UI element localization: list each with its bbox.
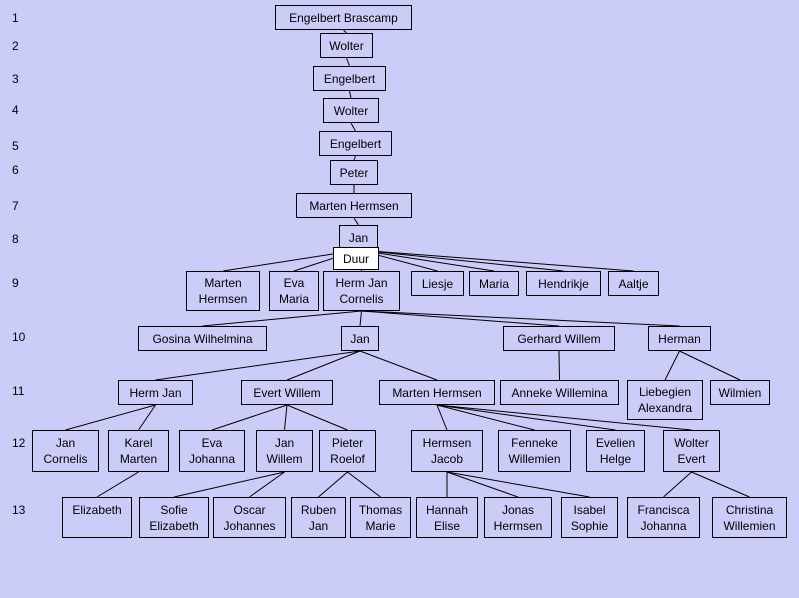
generation-label: 5 (12, 139, 19, 153)
person-thomas-marie[interactable]: Thomas Marie (350, 497, 411, 538)
person-hermsen-jacob[interactable]: Hermsen Jacob (411, 430, 483, 472)
connector-herm_jan_g11-jan_cornelis (65, 404, 156, 431)
generation-label: 11 (12, 384, 25, 398)
person-marten-hermsen[interactable]: Marten Hermsen (379, 380, 495, 405)
person-engelbert-brascamp[interactable]: Engelbert Brascamp (275, 5, 412, 30)
person-evert-willem[interactable]: Evert Willem (241, 380, 333, 405)
generation-label: 8 (12, 232, 19, 246)
person-eva-maria[interactable]: Eva Maria (269, 271, 319, 311)
person-gosina-wilhelmina[interactable]: Gosina Wilhelmina (138, 326, 267, 351)
person-wolter[interactable]: Wolter (320, 33, 373, 58)
generation-label: 13 (12, 503, 26, 517)
connector-gerhard_willem-anneke_willemina (558, 350, 560, 381)
person-jan-cornelis[interactable]: Jan Cornelis (32, 430, 99, 472)
person-liesje[interactable]: Liesje (411, 271, 464, 296)
generation-label: 3 (12, 72, 19, 86)
generation-label: 10 (12, 330, 26, 344)
generation-label: 7 (12, 199, 19, 213)
connector-marten_hermsen_g11-fenneke_willemien (436, 404, 535, 431)
person-jonas-hermsen[interactable]: Jonas Hermsen (484, 497, 552, 538)
person-aaltje[interactable]: Aaltje (608, 271, 659, 296)
generation-label: 1 (12, 11, 19, 25)
connector-evert_willem-jan_willem (284, 404, 288, 431)
person-marten-hermsen[interactable]: Marten Hermsen (186, 271, 260, 311)
connector-jan_willem-sofie_elizabeth (173, 471, 285, 498)
connector-jan_g8-aaltje (358, 249, 634, 272)
connector-pieter_roelof-ruben_jan (318, 471, 348, 498)
person-eva-johanna[interactable]: Eva Johanna (179, 430, 245, 472)
person-wilmien[interactable]: Wilmien (710, 380, 770, 405)
connector-hermsen_jacob-isabel_sophie (446, 471, 590, 498)
connector-marten_hermsen_g11-wolter_evert (436, 404, 692, 431)
connector-wolter_g2-engelbert_g3 (346, 57, 350, 67)
person-elizabeth[interactable]: Elizabeth (62, 497, 132, 538)
connector-herm_jan_cornelis-herman (361, 310, 680, 327)
connector-marten_hermsen_g11-evelien_helge (436, 404, 616, 431)
person-jan-willem[interactable]: Jan Willem (256, 430, 313, 472)
person-fenneke-willemien[interactable]: Fenneke Willemien (498, 430, 571, 472)
connector-marten_hermsen_g11-hermsen_jacob (436, 404, 448, 431)
person-engelbert[interactable]: Engelbert (313, 66, 386, 91)
generation-label: 12 (12, 436, 26, 450)
generation-label: 2 (12, 39, 19, 53)
person-francisca-johanna[interactable]: Francisca Johanna (627, 497, 700, 538)
person-evelien-helge[interactable]: Evelien Helge (586, 430, 645, 472)
person-wolter-evert[interactable]: Wolter Evert (663, 430, 720, 472)
person-marten-hermsen[interactable]: Marten Hermsen (296, 193, 412, 218)
connector-jan_g8-maria (358, 249, 495, 272)
person-liebegien-alexandra[interactable]: Liebegien Alexandra (627, 380, 703, 420)
connector-jan_g10-herm_jan_g11 (155, 350, 361, 381)
connector-herman-wilmien (679, 350, 741, 381)
connector-jan_g10-marten_hermsen_g11 (359, 350, 438, 381)
connector-engelbert_brascamp-wolter_g2 (343, 29, 347, 34)
person-christina-willemien[interactable]: Christina Willemien (712, 497, 787, 538)
person-herm-jan-cornelis[interactable]: Herm Jan Cornelis (323, 271, 400, 311)
connector-jan_g8-hendrikje (358, 249, 564, 272)
generation-label: 9 (12, 276, 19, 290)
person-wolter[interactable]: Wolter (323, 98, 379, 123)
person-engelbert[interactable]: Engelbert (319, 131, 392, 156)
connector-jan_g10-evert_willem (286, 350, 361, 381)
connector-wolter_evert-christina_willemien (691, 471, 750, 498)
connector-evert_willem-eva_johanna (211, 404, 288, 431)
connector-herm_jan_cornelis-gerhard_willem (361, 310, 560, 327)
connector-hermsen_jacob-jonas_hermsen (446, 471, 519, 498)
connector-marten_hermsen_g7-jan_g8 (353, 217, 359, 226)
connector-engelbert_g5-peter (353, 155, 356, 161)
connector-karel_marten-elizabeth (96, 471, 139, 498)
generation-label: 4 (12, 103, 19, 117)
connector-jan_willem-oscar_johannes (249, 471, 285, 498)
person-hendrikje[interactable]: Hendrikje (526, 271, 601, 296)
person-maria[interactable]: Maria (469, 271, 519, 296)
person-oscar-johannes[interactable]: Oscar Johannes (213, 497, 286, 538)
person-hannah-elise[interactable]: Hannah Elise (416, 497, 478, 538)
person-gerhard-willem[interactable]: Gerhard Willem (503, 326, 615, 351)
person-pieter-roelof[interactable]: Pieter Roelof (319, 430, 376, 472)
person-sofie-elizabeth[interactable]: Sofie Elizabeth (139, 497, 209, 538)
connector-herman-liebegien_alexandra (664, 350, 680, 381)
connector-evert_willem-pieter_roelof (286, 404, 348, 431)
connector-herm_jan_g11-karel_marten (138, 404, 156, 431)
person-isabel-sophie[interactable]: Isabel Sophie (561, 497, 618, 538)
person-anneke-willemina[interactable]: Anneke Willemina (500, 380, 619, 405)
connector-herm_jan_cornelis-gosina_wilhelmina (202, 310, 362, 327)
connector-pieter_roelof-thomas_marie (347, 471, 381, 498)
connector-engelbert_g3-wolter_g4 (349, 90, 352, 99)
person-karel-marten[interactable]: Karel Marten (108, 430, 169, 472)
person-peter[interactable]: Peter (330, 160, 378, 185)
generation-label: 6 (12, 163, 19, 177)
connector-wolter_evert-francisca_johanna (663, 471, 692, 498)
person-ruben-jan[interactable]: Ruben Jan (291, 497, 346, 538)
hover-tooltip: Duur (333, 247, 379, 270)
person-herm-jan[interactable]: Herm Jan (118, 380, 193, 405)
connector-herm_jan_cornelis-jan_g10 (359, 310, 362, 327)
person-herman[interactable]: Herman (648, 326, 711, 351)
person-jan[interactable]: Jan (341, 326, 379, 351)
connector-wolter_g4-engelbert_g5 (350, 122, 356, 132)
